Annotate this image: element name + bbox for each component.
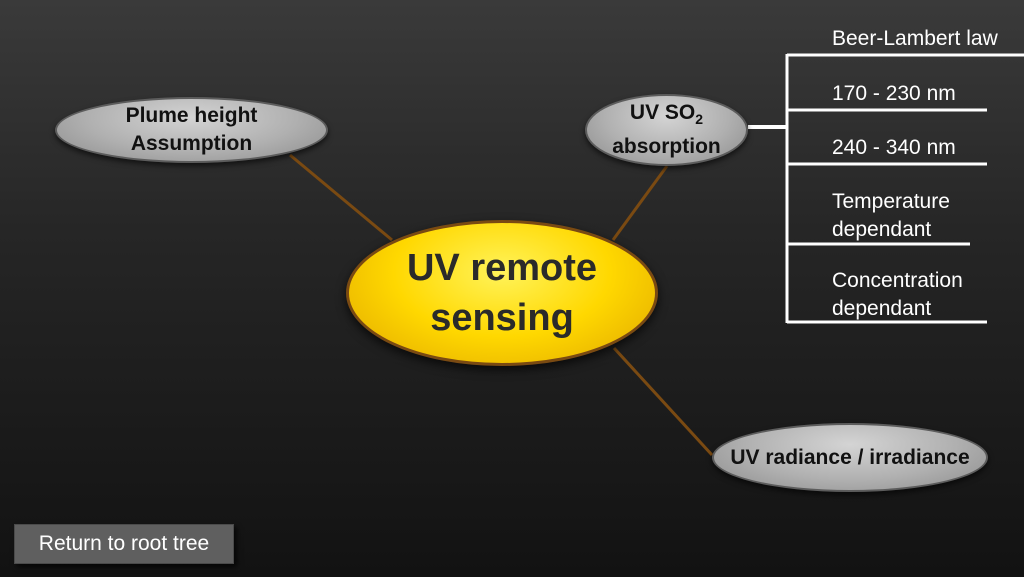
node-radiance-label: UV radiance / irradiance [730,445,970,469]
branch-range-170: 170 - 230 nm [832,82,956,105]
connector-center-plume [289,153,393,242]
node-center-line2: sensing [430,297,574,339]
node-center-line1: UV remote [406,247,598,289]
branch-concentration: Concentration dependant [832,269,963,320]
connector-center-uvso2 [611,165,669,241]
node-uv-remote-sensing[interactable]: UV remote sensing [346,220,658,366]
connector-center-radiance [612,346,714,457]
return-to-root-button[interactable]: Return to root tree [14,524,234,564]
node-plume-line1: Plume height [125,104,258,127]
node-uv-radiance[interactable]: UV radiance / irradiance [712,423,988,492]
node-uv-so2-absorption[interactable]: UV SO2 absorption [585,94,748,166]
node-uvso2-prefix: UV SO [629,100,696,124]
node-plume-line2: Assumption [130,132,253,155]
branch-beer-lambert: Beer-Lambert law [832,27,998,50]
node-uvso2-line2: absorption [612,135,721,159]
node-uvso2-subscript: 2 [695,111,704,128]
branch-temperature: Temperature dependant [832,190,950,241]
node-uvso2-line1: UV SO2 [612,99,721,133]
node-plume-height[interactable]: Plume height Assumption [55,97,328,163]
branch-range-240: 240 - 340 nm [832,136,956,159]
